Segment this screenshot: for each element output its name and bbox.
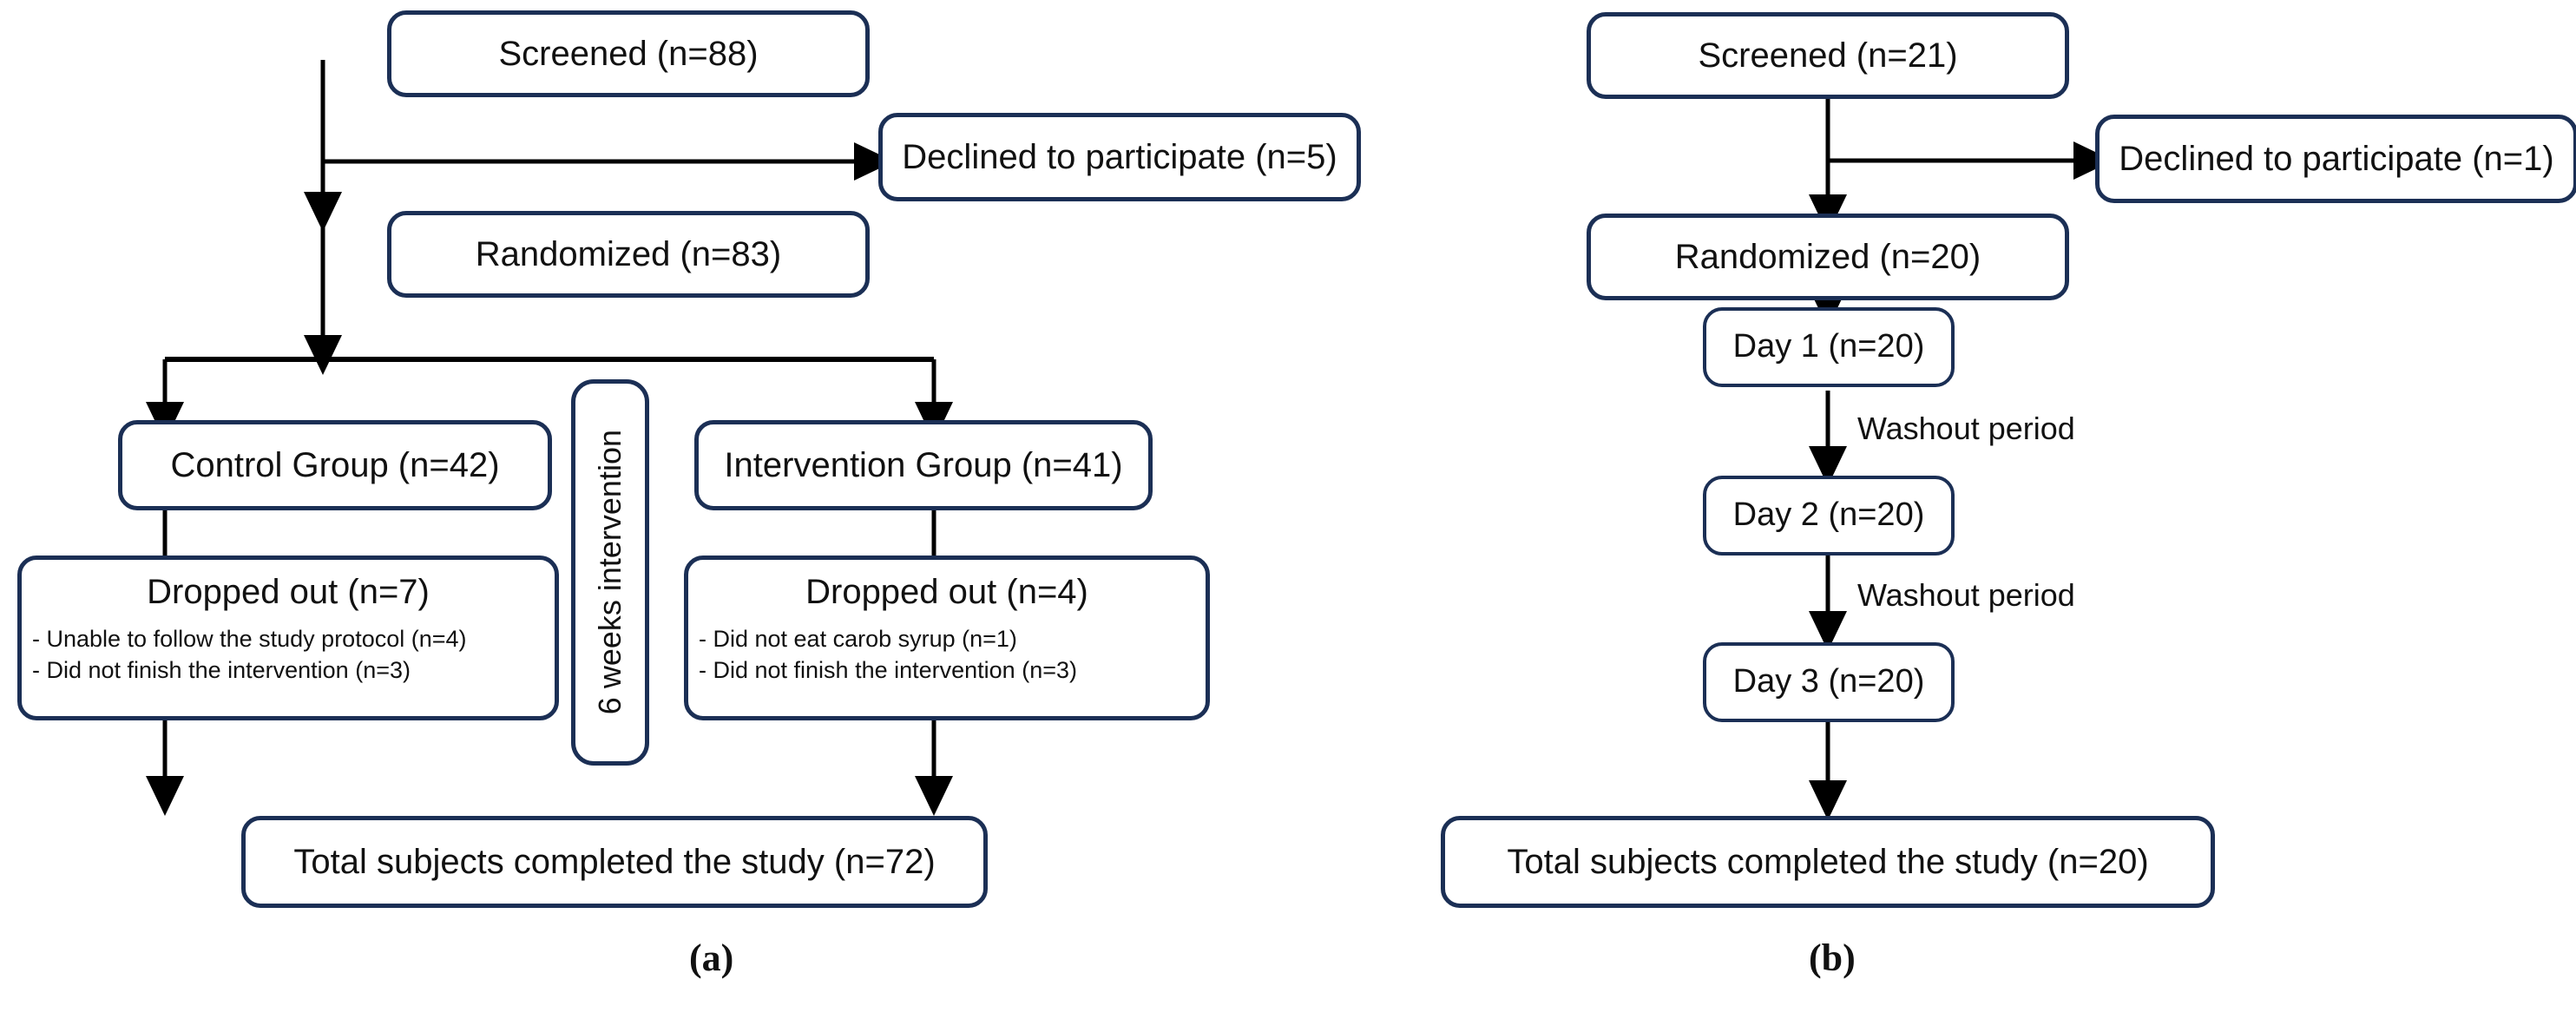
node-b-screened[interactable]: Screened (n=21) <box>1587 12 2069 99</box>
node-a-dropped-intervention-item-2: - Did not finish the intervention (n=3) <box>699 656 1077 683</box>
node-a-dropped-control-header: Dropped out (n=7) <box>147 573 430 611</box>
node-a-screened[interactable]: Screened (n=88) <box>387 10 870 97</box>
node-a-total-completed-label: Total subjects completed the study (n=72… <box>293 843 936 881</box>
node-b-screened-label: Screened (n=21) <box>1698 36 1958 75</box>
node-b-day2-label: Day 2 (n=20) <box>1732 496 1925 534</box>
node-a-intervention-group-label: Intervention Group (n=41) <box>724 446 1123 484</box>
panel-b-caption: (b) <box>1809 937 1856 979</box>
edge-label-washout-2: Washout period <box>1857 577 2075 613</box>
node-b-randomized-label: Randomized (n=20) <box>1674 238 1981 276</box>
node-a-dropped-control-item-2: - Did not finish the intervention (n=3) <box>32 656 411 683</box>
node-a-duration-band-label: 6 weeks intervention <box>592 430 628 715</box>
node-a-intervention-group[interactable]: Intervention Group (n=41) <box>694 420 1153 510</box>
node-a-control-group-label: Control Group (n=42) <box>170 446 500 484</box>
node-b-total-completed-label: Total subjects completed the study (n=20… <box>1507 843 2149 881</box>
node-b-day1-label: Day 1 (n=20) <box>1732 328 1925 365</box>
node-a-dropped-intervention-header: Dropped out (n=4) <box>805 573 1088 611</box>
node-b-day3[interactable]: Day 3 (n=20) <box>1703 642 1955 722</box>
node-a-declined[interactable]: Declined to participate (n=5) <box>878 113 1361 201</box>
node-a-dropped-control[interactable]: Dropped out (n=7) - Unable to follow the… <box>17 556 559 720</box>
node-a-duration-band[interactable]: 6 weeks intervention <box>571 379 649 766</box>
node-b-day2[interactable]: Day 2 (n=20) <box>1703 476 1955 556</box>
panel-a-caption: (a) <box>689 937 734 979</box>
node-b-day3-label: Day 3 (n=20) <box>1732 663 1925 700</box>
node-a-declined-label: Declined to participate (n=5) <box>902 138 1337 176</box>
node-a-control-group[interactable]: Control Group (n=42) <box>118 420 552 510</box>
node-b-declined-label: Declined to participate (n=1) <box>2119 140 2554 178</box>
edge-label-washout-1: Washout period <box>1857 411 2075 446</box>
node-a-dropped-control-item-1: - Unable to follow the study protocol (n… <box>32 626 467 652</box>
node-b-randomized[interactable]: Randomized (n=20) <box>1587 214 2069 300</box>
node-a-randomized-label: Randomized (n=83) <box>475 235 782 273</box>
node-b-total-completed[interactable]: Total subjects completed the study (n=20… <box>1441 816 2215 908</box>
node-a-total-completed[interactable]: Total subjects completed the study (n=72… <box>241 816 988 908</box>
node-a-screened-label: Screened (n=88) <box>498 35 759 73</box>
node-a-randomized[interactable]: Randomized (n=83) <box>387 211 870 298</box>
node-b-declined[interactable]: Declined to participate (n=1) <box>2095 115 2576 203</box>
node-a-dropped-intervention[interactable]: Dropped out (n=4) - Did not eat carob sy… <box>684 556 1210 720</box>
node-a-dropped-intervention-item-1: - Did not eat carob syrup (n=1) <box>699 626 1017 652</box>
node-b-day1[interactable]: Day 1 (n=20) <box>1703 307 1955 387</box>
